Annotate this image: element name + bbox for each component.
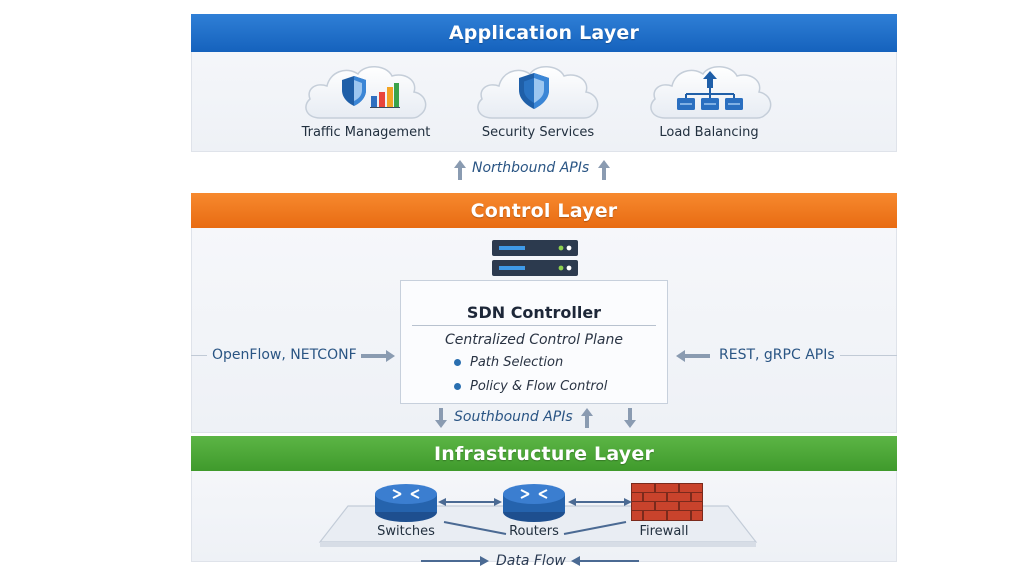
device-label-switches: Switches bbox=[377, 524, 435, 539]
northbound-up-arrow-icon bbox=[598, 160, 610, 180]
service-label-traffic-management: Traffic Management bbox=[301, 125, 431, 140]
rest-grpc-apis-label: REST, gRPC APIs bbox=[719, 347, 835, 363]
device-label-firewall: Firewall bbox=[639, 524, 689, 539]
southbound-up-arrow-icon bbox=[581, 408, 593, 428]
shield-icon bbox=[519, 73, 549, 109]
network-tree-icon bbox=[677, 71, 743, 110]
device-links bbox=[438, 498, 632, 535]
control-layer-title: Control Layer bbox=[191, 193, 897, 228]
router-icon bbox=[503, 484, 565, 522]
controller-item-label: Policy & Flow Control bbox=[470, 379, 608, 394]
southbound-down-arrow-icon bbox=[624, 408, 636, 428]
device-label-routers: Routers bbox=[509, 524, 559, 539]
openflow-netconf-label: OpenFlow, NETCONF bbox=[212, 347, 357, 363]
shield-icon bbox=[342, 76, 366, 106]
bar-chart-icon bbox=[370, 83, 400, 108]
service-label-security-services: Security Services bbox=[481, 125, 595, 140]
firewall-brick-icon bbox=[631, 483, 703, 521]
southbound-down-arrow-icon bbox=[435, 408, 447, 428]
sdn-controller-box bbox=[400, 280, 668, 404]
right-connector-line bbox=[840, 355, 897, 356]
controller-item-label: Path Selection bbox=[470, 355, 564, 370]
controller-divider bbox=[412, 325, 656, 326]
infrastructure-layer-title: Infrastructure Layer bbox=[191, 436, 897, 471]
left-connector-line bbox=[191, 355, 207, 356]
northbound-up-arrow-icon bbox=[454, 160, 466, 180]
application-layer-title: Application Layer bbox=[191, 14, 897, 52]
sdn-controller-title: SDN Controller bbox=[466, 303, 602, 322]
controller-subtitle: Centralized Control Plane bbox=[445, 332, 623, 348]
data-flow-left-arrow-icon bbox=[571, 556, 639, 566]
data-flow-label: Data Flow bbox=[496, 553, 566, 569]
router-icon bbox=[375, 484, 437, 522]
data-flow-right-arrow-icon bbox=[421, 556, 489, 566]
bullet-dot bbox=[454, 359, 461, 366]
service-label-load-balancing: Load Balancing bbox=[659, 125, 759, 140]
controller-item-path-selection: Path Selection bbox=[454, 355, 563, 370]
bullet-dot bbox=[454, 383, 461, 390]
northbound-apis-label: Northbound APIs bbox=[472, 160, 590, 176]
southbound-apis-label: Southbound APIs bbox=[454, 409, 573, 425]
controller-item-policy-flow-control: Policy & Flow Control bbox=[454, 379, 607, 394]
right-arrow-icon bbox=[361, 350, 395, 362]
left-arrow-icon bbox=[676, 350, 710, 362]
